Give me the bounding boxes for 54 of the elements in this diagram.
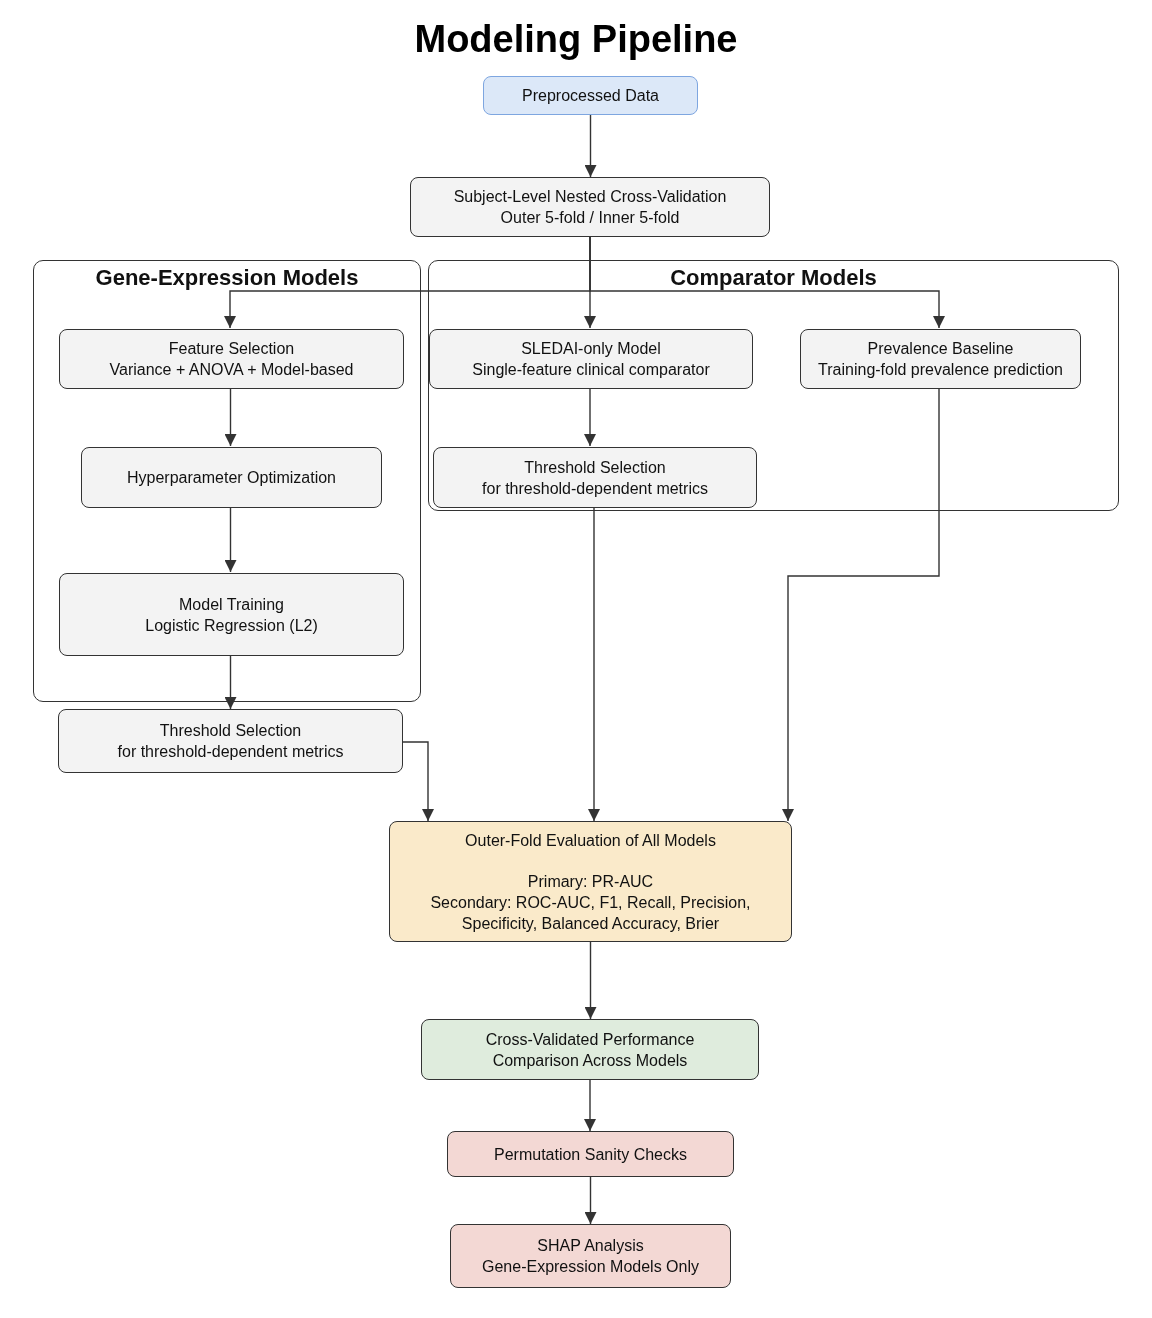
box-title: SHAP Analysis [537,1236,644,1256]
process-box [800,329,1081,389]
box-title: Outer-Fold Evaluation of All Models [465,830,716,851]
process-box [59,329,404,389]
box-subtitle: Single-feature clinical comparator [472,360,710,380]
process-box [81,447,382,508]
process-box [483,76,698,115]
box-subtitle: Variance + ANOVA + Model-based [109,360,354,380]
process-box [447,1131,734,1177]
process-box [429,329,753,389]
box-title: Permutation Sanity Checks [494,1144,687,1165]
box-title: Subject-Level Nested Cross-Validation [453,187,727,207]
box-subtitle: Secondary: ROC-AUC, F1, Recall, Precision, Specificity, Balanced Accuracy, Brier [429,892,752,934]
arrow [588,506,600,822]
diagram-title: Modeling Pipeline [413,18,739,61]
arrow [402,741,434,822]
box-subtitle: Outer 5-fold / Inner 5-fold [500,208,680,228]
arrow [782,387,940,822]
process-box [58,709,403,773]
box-title: Feature Selection [168,339,295,359]
box-subtitle: Logistic Regression (L2) [145,615,318,636]
box-title: Threshold Selection [159,721,302,741]
process-box [450,1224,731,1288]
group-panel [428,260,1119,511]
box-title: Cross-Validated Performance [485,1029,695,1050]
arrow [584,1079,596,1132]
group-title: Comparator Models [670,265,877,291]
process-box [410,177,770,237]
arrow [584,387,596,447]
arrow [584,1176,597,1225]
box-title: Hyperparameter Optimization [127,468,336,488]
process-box [389,821,792,942]
arrow [589,236,945,329]
box-subtitle: Primary: PR-AUC [527,871,654,892]
arrow [224,654,237,710]
process-box [433,447,757,508]
arrow [584,114,597,178]
box-title: SLEDAI-only Model [521,339,661,359]
box-subtitle: Comparison Across Models [492,1050,688,1071]
process-box [421,1019,759,1080]
box-subtitle: for threshold-dependent metrics [117,742,344,762]
box-title: Prevalence Baseline [867,339,1014,359]
box-title: Preprocessed Data [522,86,659,106]
group-title: Gene-Expression Models [95,265,359,291]
box-title: Model Training [179,594,284,615]
group-panel [33,260,421,702]
box-subtitle: Gene-Expression Models Only [482,1257,699,1277]
box-title: Threshold Selection [524,457,666,478]
process-box [59,573,404,656]
box-subtitle: for threshold-dependent metrics [482,478,708,499]
arrow [584,941,597,1020]
box-subtitle: Training-fold prevalence prediction [818,360,1063,380]
arrow [224,387,237,447]
arrow [224,506,237,573]
